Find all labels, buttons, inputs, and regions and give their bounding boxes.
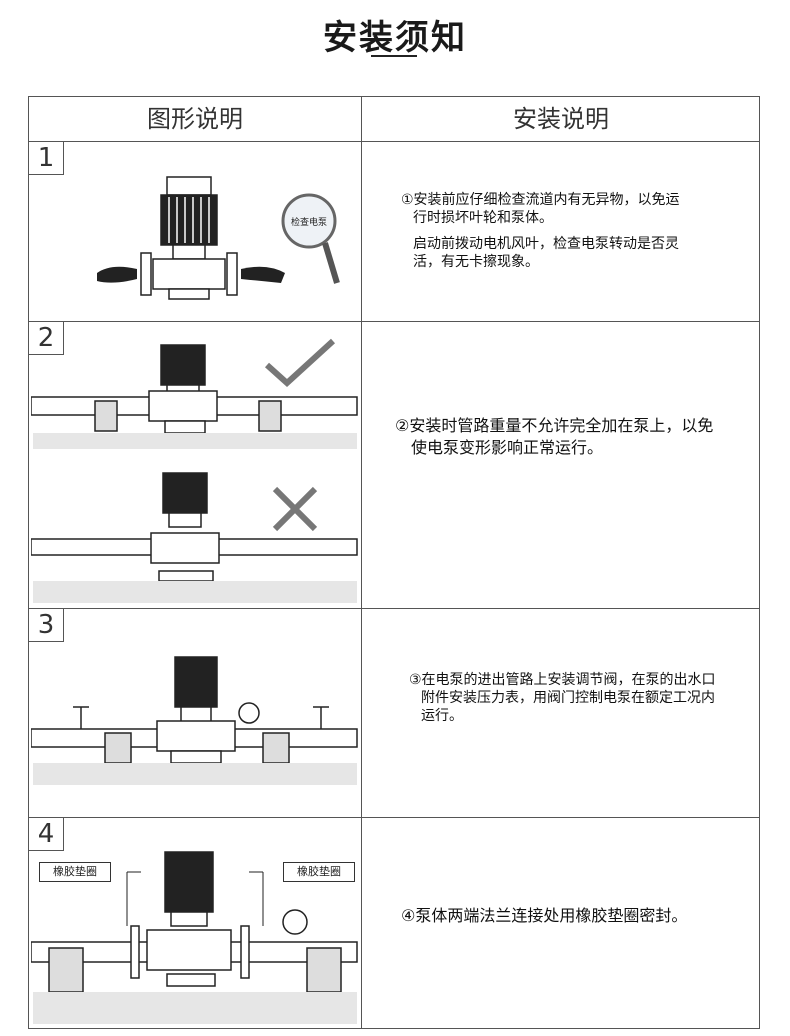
gasket-seal-figure <box>31 851 358 1024</box>
gasket-tag-left: 橡胶垫圈 <box>39 862 111 882</box>
pump-inspection-figure: 检查电泵 <box>97 176 340 300</box>
gasket-tag-right: 橡胶垫圈 <box>283 862 355 882</box>
instruction-2-line-2: 使电泵变形影响正常运行。 <box>411 438 604 457</box>
header-figure: 图形说明 <box>147 105 243 133</box>
instruction-1-line-3: 启动前拨动电机风叶，检查电泵转动是否灵 <box>413 236 679 252</box>
valve-gauge-figure <box>31 656 358 785</box>
row-divider <box>29 608 759 609</box>
title-underline <box>371 55 417 57</box>
install-table: 图形说明 安装说明 1 检查电泵 <box>28 96 760 1029</box>
instruction-4: ④泵体两端法兰连接处用橡胶垫圈密封。 <box>401 905 757 927</box>
row-number-3: 3 <box>29 609 64 642</box>
instruction-2-line-1: ②安装时管路重量不允许完全加在泵上，以免 <box>395 416 714 435</box>
instruction-3: ③在电泵的进出管路上安装调节阀，在泵的出水口 附件安装压力表，用阀门控制电泵在额… <box>409 671 755 725</box>
instruction-1-line-1: ①安装前应仔细检查流道内有无异物，以免运 <box>401 192 680 208</box>
instruction-3-line-3: 运行。 <box>421 708 463 724</box>
row-divider <box>29 817 759 818</box>
instruction-1-line-2: 行时损坏叶轮和泵体。 <box>413 210 553 226</box>
row-number-4: 4 <box>29 818 64 851</box>
instruction-1: ①安装前应仔细检查流道内有无异物，以免运 行时损坏叶轮和泵体。 启动前拨动电机风… <box>401 191 751 271</box>
column-divider <box>361 97 362 1028</box>
instruction-4-line-1: ④泵体两端法兰连接处用橡胶垫圈密封。 <box>401 906 688 925</box>
row-divider <box>29 321 759 322</box>
row-number-2: 2 <box>29 322 64 355</box>
row-number-1: 1 <box>29 142 64 175</box>
instruction-3-line-1: ③在电泵的进出管路上安装调节阀，在泵的出水口 <box>409 672 716 688</box>
instruction-1-line-4: 活，有无卡擦现象。 <box>413 254 539 270</box>
instruction-3-line-2: 附件安装压力表，用阀门控制电泵在额定工况内 <box>421 690 715 706</box>
header-instruction: 安装说明 <box>513 105 609 133</box>
magnifier-label: 检查电泵 <box>291 216 327 228</box>
page-title: 安装须知 <box>323 18 467 58</box>
instruction-2: ②安装时管路重量不允许完全加在泵上，以免 使电泵变形影响正常运行。 <box>395 415 755 459</box>
pipe-support-figure <box>31 338 358 603</box>
row-divider <box>29 141 759 142</box>
